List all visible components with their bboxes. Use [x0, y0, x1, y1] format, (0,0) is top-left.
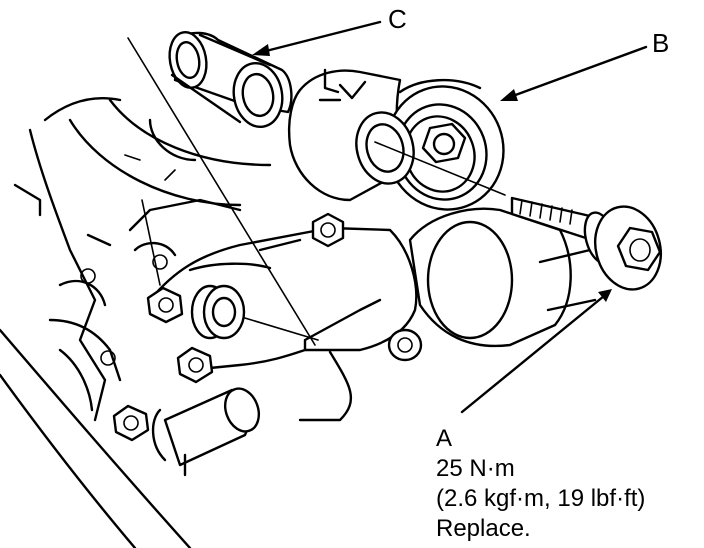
mounting-bracket [148, 226, 423, 422]
mounting-bolt [510, 196, 662, 291]
bracket-bolt-bottom [112, 404, 150, 442]
bracket-bolt-lower [176, 346, 214, 384]
timing-cover-arcs [68, 98, 272, 207]
callout-label-b: B [652, 28, 670, 58]
bracket-bolt-left [146, 286, 184, 324]
bracket-bolt-upper [311, 212, 345, 248]
pulley-center-bolt [421, 122, 467, 164]
leader-lines [252, 20, 648, 414]
tensioner-spacer-sleeve [355, 111, 506, 196]
lower-idler-cylinder [151, 387, 261, 477]
callout-label-c: C [388, 4, 407, 34]
replace-note: Replace. [436, 515, 531, 542]
bracket-bolts [112, 212, 345, 442]
torque-value: 25 N·m [436, 455, 515, 482]
torque-spec-block: A 25 N·m (2.6 kgf·m, 19 lbf·ft) Replace. [436, 424, 645, 544]
tensioner-cylinder [408, 207, 597, 348]
torque-value-alt-units: (2.6 kgf·m, 19 lbf·ft) [436, 485, 646, 512]
engine-block-outline [0, 97, 242, 548]
callout-label-a: A [436, 425, 453, 452]
pivot-boss [190, 284, 246, 340]
collar-bushing [168, 31, 293, 128]
